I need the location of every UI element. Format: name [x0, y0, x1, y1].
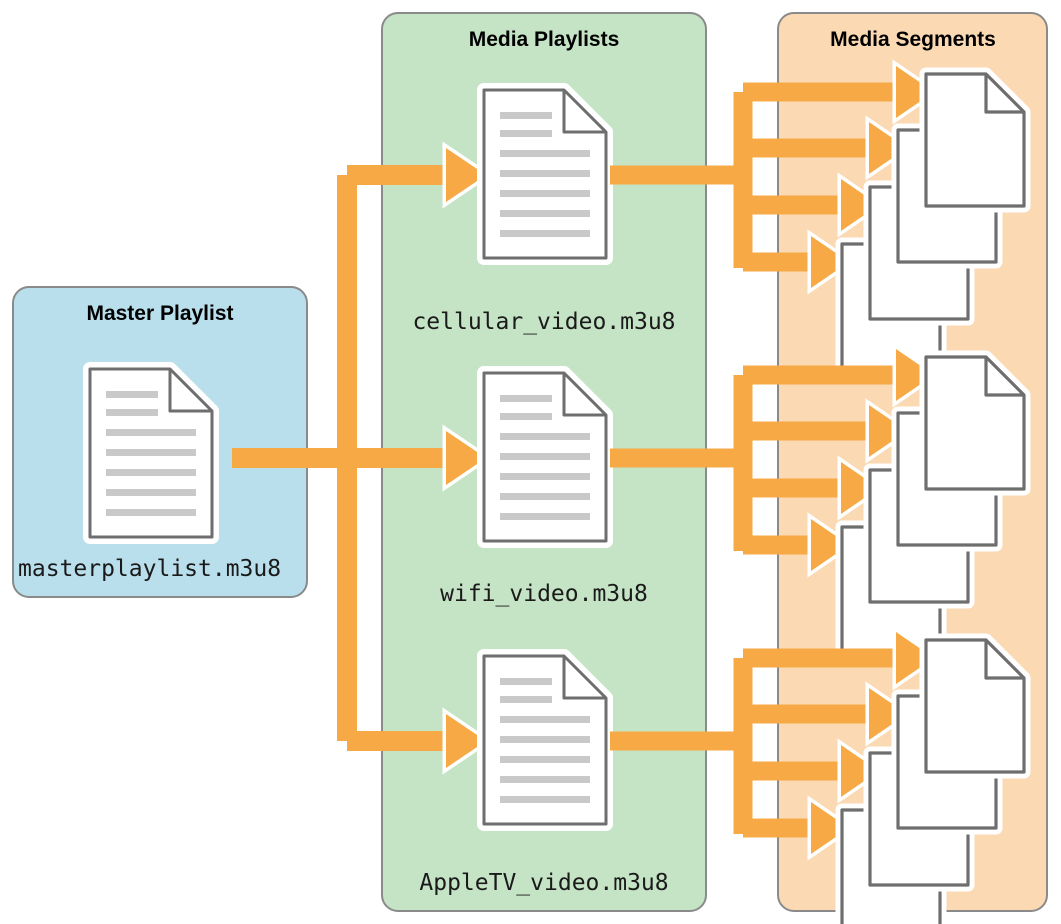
- media-playlist-filename-wifi: wifi_video.m3u8: [440, 581, 648, 607]
- media-playlist-filename-cellular: cellular_video.m3u8: [412, 309, 675, 335]
- arrowhead-segment-a1: [892, 625, 941, 691]
- document-icon-cellular: [477, 83, 613, 265]
- arrowhead-to-appletv: [442, 707, 493, 775]
- segment-document-icon-5[interactable]: [926, 357, 1024, 489]
- media-playlist-item-cellular[interactable]: cellular_video.m3u8: [412, 83, 676, 335]
- segment-document-icon-9[interactable]: [926, 640, 1024, 772]
- master-playlist-item[interactable]: masterplaylist.m3u8: [18, 362, 281, 582]
- master-playlist-filename: masterplaylist.m3u8: [18, 556, 281, 582]
- media-playlist-item-appletv[interactable]: AppleTV_video.m3u8: [419, 649, 669, 896]
- arrowhead-segment-c3: [837, 172, 886, 238]
- arrowhead-segment-w4: [807, 512, 856, 578]
- arrowhead-segment-w1: [892, 342, 941, 408]
- arrowhead-segment-a2: [865, 681, 914, 747]
- arrowhead-segment-c2: [865, 115, 914, 181]
- media-playlists-header: Media Playlists: [469, 28, 620, 51]
- media-playlist-filename-appletv: AppleTV_video.m3u8: [419, 870, 668, 896]
- arrowhead-to-cellular: [442, 141, 493, 209]
- arrowhead-segment-w3: [837, 455, 886, 521]
- flow-master-to-media-playlists: [232, 141, 493, 775]
- arrowhead-segment-w2: [865, 398, 914, 464]
- arrowhead-segment-a3: [837, 738, 886, 804]
- segment-document-icon-1[interactable]: [926, 74, 1024, 206]
- media-playlist-item-wifi[interactable]: wifi_video.m3u8: [440, 366, 648, 607]
- arrowhead-segment-a4: [807, 795, 856, 861]
- arrowhead-segment-c1: [892, 59, 941, 125]
- document-icon-appletv: [477, 649, 613, 831]
- document-icon-wifi: [477, 366, 613, 548]
- arrowhead-to-wifi: [442, 424, 493, 492]
- flow-cellular-to-segments: [610, 59, 941, 295]
- arrowhead-segment-c4: [807, 229, 856, 295]
- media-segments-header: Media Segments: [830, 28, 996, 51]
- flow-wifi-to-segments: [610, 342, 941, 578]
- master-playlist-header: Master Playlist: [86, 302, 233, 325]
- flow-appletv-to-segments: [610, 625, 941, 861]
- document-icon-masterplaylist: [83, 362, 219, 544]
